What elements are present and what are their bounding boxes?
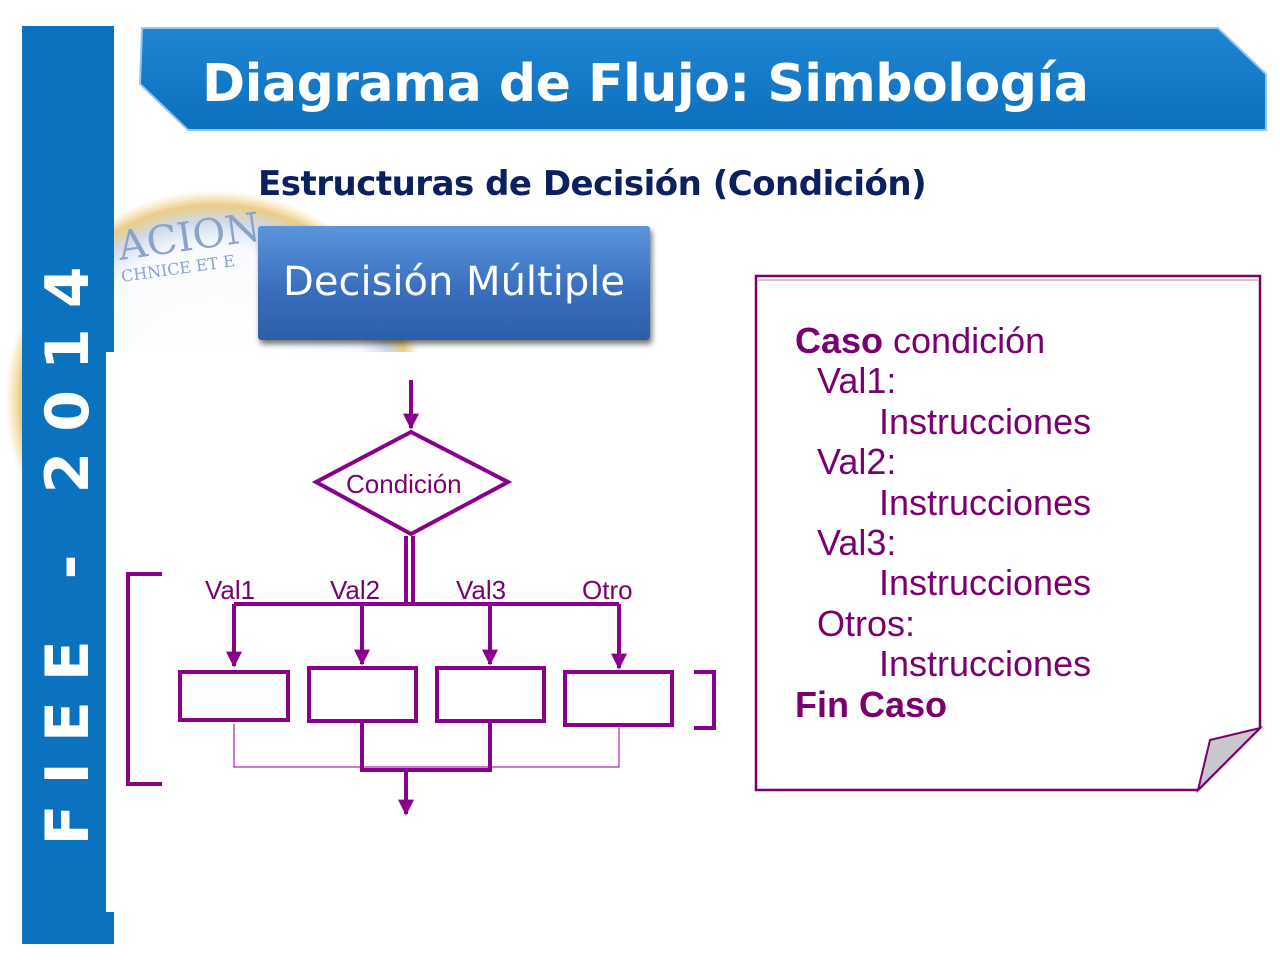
branch-label-otro: Otro xyxy=(582,575,633,605)
process-box-val1 xyxy=(178,670,290,722)
pseudo-end-keyword: Fin Caso xyxy=(795,683,948,725)
side-band xyxy=(22,26,114,944)
condition-diamond xyxy=(311,429,513,537)
flowchart: Condición No Val1 Val2 Val3 Otro xyxy=(126,380,716,816)
merge-thin-lines xyxy=(233,724,620,768)
pseudo-case-keyword: Caso xyxy=(795,320,884,361)
pseudo-action-3: Instrucciones xyxy=(879,562,1092,604)
pseudo-case-line: Caso condición xyxy=(795,320,1091,361)
process-box-val2 xyxy=(307,666,418,723)
clipped-label: No xyxy=(130,538,165,568)
pseudo-case-condition: condición xyxy=(883,320,1046,361)
right-bracket xyxy=(694,670,716,730)
pseudocode-note xyxy=(754,274,1264,794)
pseudo-action-1: Instrucciones xyxy=(879,400,1092,442)
pseudo-value-2: Val2: xyxy=(817,441,897,483)
process-box-otro xyxy=(563,670,674,727)
branch-label-val3: Val3 xyxy=(456,575,506,605)
condition-label: Condición xyxy=(346,469,462,499)
pseudo-action-4: Instrucciones xyxy=(879,643,1092,685)
merge-thick-lines xyxy=(360,722,492,772)
branch-label-val2: Val2 xyxy=(330,575,380,605)
title-banner xyxy=(138,27,1267,131)
pseudo-end-line: Fin Caso xyxy=(795,683,1091,725)
side-label: FIEE - 2014 xyxy=(33,246,103,846)
pseudo-value-1: Val1: xyxy=(817,360,897,402)
pseudo-action-2: Instrucciones xyxy=(879,481,1092,523)
pseudo-value-3: Val3: xyxy=(817,522,897,564)
process-box-val3 xyxy=(435,666,546,723)
decision-multiple-button[interactable]: Decisión Múltiple xyxy=(258,226,650,340)
slide-title: Diagrama de Flujo: Simbología xyxy=(202,54,1089,114)
pseudocode-text: Caso condición Val1: Instrucciones Val2:… xyxy=(795,320,1092,725)
branch-label-val1: Val1 xyxy=(205,575,255,605)
side-label-container: FIEE - 2014 xyxy=(22,26,114,944)
left-bracket xyxy=(126,572,162,786)
section-subtitle: Estructuras de Decisión (Condición) xyxy=(258,164,927,204)
pseudo-value-4: Otros: xyxy=(817,602,916,644)
decision-multiple-label: Decisión Múltiple xyxy=(283,259,625,305)
flowchart-panel: Condición No Val1 Val2 Val3 Otro xyxy=(106,352,756,912)
